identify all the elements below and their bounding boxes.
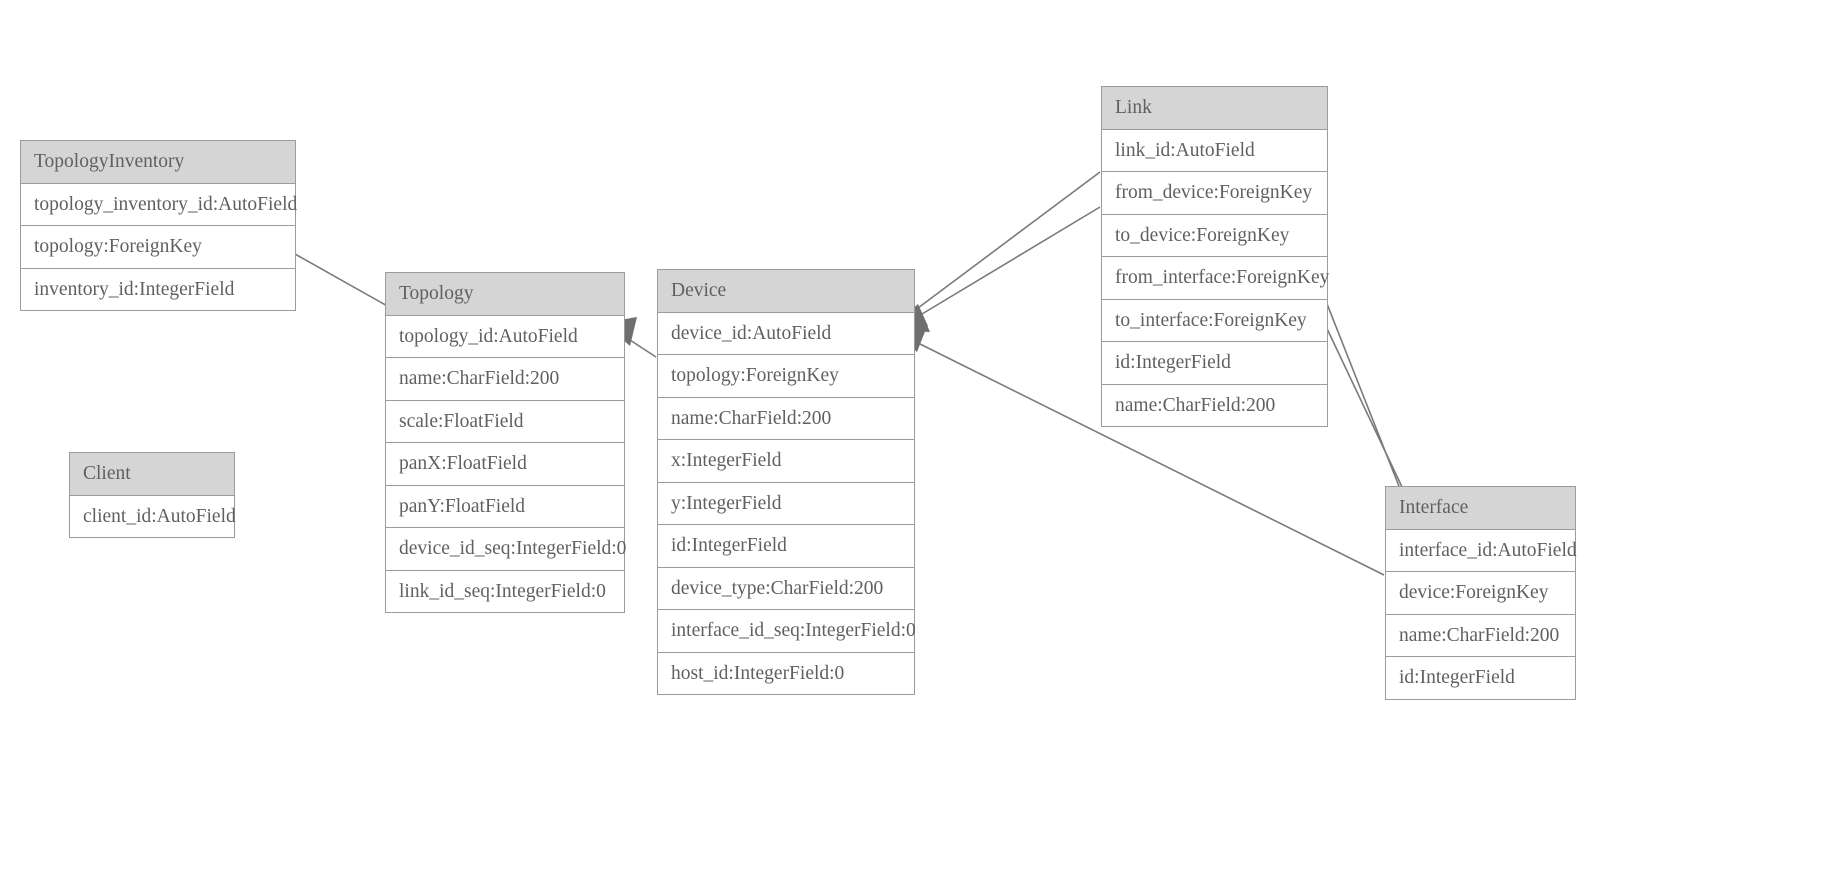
edge-link-from-device <box>893 171 1101 326</box>
entity-title-interface: Interface <box>1386 487 1575 530</box>
entity-device[interactable]: Device device_id:AutoField topology:Fore… <box>657 269 916 695</box>
field-row[interactable]: from_interface:ForeignKey <box>1102 257 1329 300</box>
field-row[interactable]: id:IntegerField <box>658 525 914 568</box>
entity-interface[interactable]: Interface interface_id:AutoField device:… <box>1385 486 1577 700</box>
entity-topology-inventory[interactable]: TopologyInventory topology_inventory_id:… <box>20 140 297 311</box>
entity-fields-client: client_id:AutoField <box>70 495 236 537</box>
entity-fields-link: link_id:AutoField from_device:ForeignKey… <box>1102 129 1329 426</box>
entity-fields-interface: interface_id:AutoField device:ForeignKey… <box>1386 529 1577 699</box>
entity-fields-topology: topology_id:AutoField name:CharField:200… <box>386 315 626 612</box>
field-row[interactable]: panX:FloatField <box>386 443 624 486</box>
field-row[interactable]: to_device:ForeignKey <box>1102 214 1327 257</box>
entity-title-client: Client <box>70 453 234 496</box>
field-row[interactable]: y:IntegerField <box>658 482 914 525</box>
field-row[interactable]: id:IntegerField <box>1386 657 1575 699</box>
entity-link[interactable]: Link link_id:AutoField from_device:Forei… <box>1101 86 1329 427</box>
field-row[interactable]: topology_inventory_id:AutoField <box>21 183 297 226</box>
field-row[interactable]: from_device:ForeignKey <box>1102 172 1327 215</box>
field-row[interactable]: topology_id:AutoField <box>386 315 624 358</box>
field-row[interactable]: name:CharField:200 <box>1386 614 1575 657</box>
field-row[interactable]: device_id:AutoField <box>658 312 914 355</box>
field-row[interactable]: device_type:CharField:200 <box>658 567 914 610</box>
entity-title-device: Device <box>658 270 914 313</box>
field-row[interactable]: x:IntegerField <box>658 440 914 483</box>
field-row[interactable]: link_id_seq:IntegerField:0 <box>386 570 624 612</box>
field-row[interactable]: device:ForeignKey <box>1386 572 1575 615</box>
field-row[interactable]: id:IntegerField <box>1102 342 1327 385</box>
field-row[interactable]: name:CharField:200 <box>1102 384 1327 426</box>
entity-fields-device: device_id:AutoField topology:ForeignKey … <box>658 312 916 694</box>
entity-client[interactable]: Client client_id:AutoField <box>69 452 236 538</box>
entity-title-link: Link <box>1102 87 1327 130</box>
field-row[interactable]: interface_id:AutoField <box>1386 529 1577 572</box>
field-row[interactable]: device_id_seq:IntegerField:0 <box>386 528 626 571</box>
field-row[interactable]: name:CharField:200 <box>658 397 914 440</box>
entity-title-topology: Topology <box>386 273 624 316</box>
entity-title-topology-inventory: TopologyInventory <box>21 141 295 184</box>
field-row[interactable]: to_interface:ForeignKey <box>1102 299 1327 342</box>
field-row[interactable]: inventory_id:IntegerField <box>21 268 295 310</box>
field-row[interactable]: name:CharField:200 <box>386 358 624 401</box>
entity-fields-topology-inventory: topology_inventory_id:AutoField topology… <box>21 183 297 310</box>
entity-topology[interactable]: Topology topology_id:AutoField name:Char… <box>385 272 626 613</box>
field-row[interactable]: link_id:AutoField <box>1102 129 1327 172</box>
field-row[interactable]: interface_id_seq:IntegerField:0 <box>658 610 916 653</box>
field-row[interactable]: topology:ForeignKey <box>21 226 295 269</box>
field-row[interactable]: topology:ForeignKey <box>658 355 914 398</box>
edge-link-to-device <box>893 206 1101 332</box>
field-row[interactable]: scale:FloatField <box>386 400 624 443</box>
field-row[interactable]: panY:FloatField <box>386 485 624 528</box>
field-row[interactable]: client_id:AutoField <box>70 495 236 537</box>
field-row[interactable]: host_id:IntegerField:0 <box>658 652 914 694</box>
